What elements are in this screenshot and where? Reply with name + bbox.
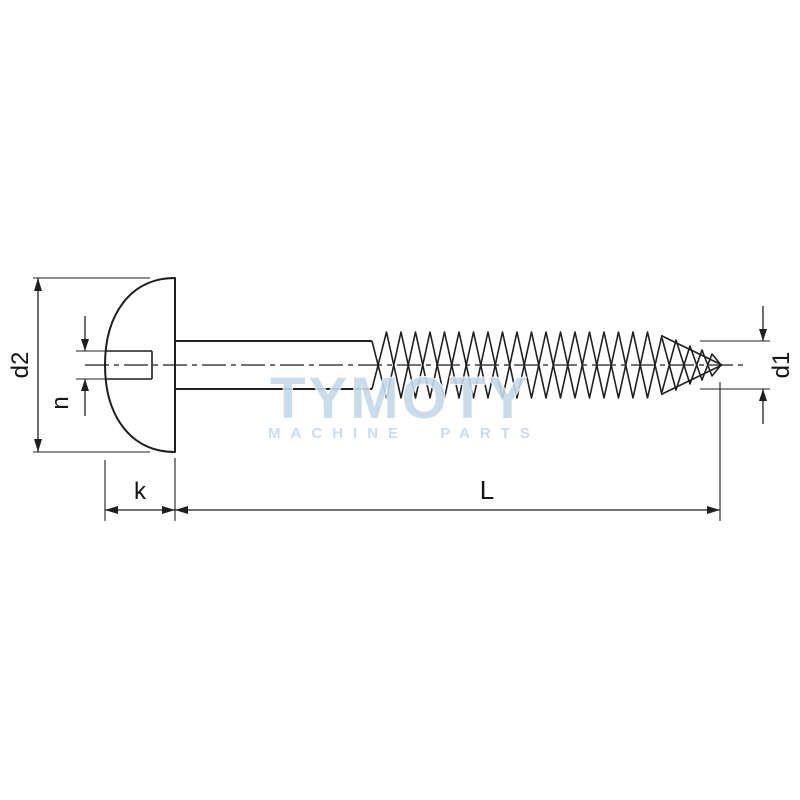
dimension-L: L <box>175 382 721 521</box>
n-arrow-bottom <box>81 379 89 391</box>
dimension-d1: d1 <box>700 306 795 424</box>
d2-arrow-bottom <box>34 439 42 452</box>
tip-thread-a <box>661 339 722 393</box>
k-label: k <box>134 478 147 505</box>
watermark-subtitle: MACHINE PARTS <box>268 425 540 442</box>
d2-arrow-top <box>34 278 42 291</box>
L-arrow-left <box>175 506 188 514</box>
tip-thread-b <box>661 337 722 391</box>
n-arrow-top <box>81 339 89 351</box>
k-arrow-right <box>162 506 175 514</box>
dimension-k: k <box>104 458 176 521</box>
L-arrow-right <box>707 506 720 514</box>
k-arrow-left <box>105 506 118 514</box>
dimension-n: n <box>47 316 108 416</box>
thread-zigzag-b <box>371 331 663 399</box>
d1-label: d1 <box>768 352 795 379</box>
dimension-d2: d2 <box>7 277 150 453</box>
watermark: TYMOTY MACHINE PARTS <box>268 365 540 442</box>
d1-arrow-bottom <box>759 389 767 401</box>
d1-arrow-top <box>759 329 767 341</box>
thread-zigzag-a <box>371 331 663 399</box>
L-label: L <box>480 475 494 505</box>
n-label: n <box>47 396 74 409</box>
screw-slot <box>106 350 153 380</box>
watermark-title: TYMOTY <box>270 366 530 431</box>
d2-label: d2 <box>7 352 34 379</box>
